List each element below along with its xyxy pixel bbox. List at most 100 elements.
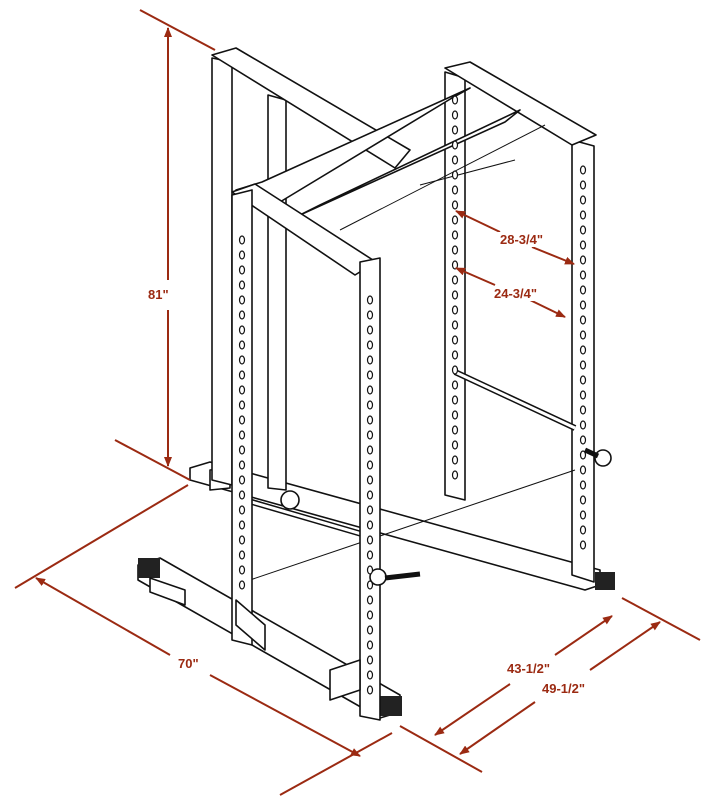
- upright-hole: [366, 370, 374, 380]
- upright-hole: [366, 610, 374, 620]
- upright-hole: [579, 510, 587, 520]
- upright-hole: [451, 155, 459, 165]
- upright-hole: [451, 335, 459, 345]
- upright-hole: [579, 345, 587, 355]
- upright-hole: [366, 340, 374, 350]
- upright-hole: [451, 350, 459, 360]
- upright-hole: [366, 490, 374, 500]
- upright-hole: [366, 445, 374, 455]
- upright-hole: [579, 495, 587, 505]
- pull-up-bar: [244, 159, 577, 538]
- top-crossmembers: [211, 47, 597, 276]
- upright-hole: [366, 580, 374, 590]
- weight-horns: [280, 447, 612, 586]
- upright-hole: [579, 360, 587, 370]
- upright-hole: [238, 400, 246, 410]
- upright-hole: [579, 165, 587, 175]
- upright-hole: [238, 505, 246, 515]
- upright-hole: [579, 315, 587, 325]
- upright-hole: [451, 380, 459, 390]
- upright-hole: [238, 550, 246, 560]
- upright-hole: [238, 460, 246, 470]
- upright-hole: [579, 285, 587, 295]
- upright-hole: [451, 125, 459, 135]
- upright-hole: [579, 180, 587, 190]
- upright-hole: [579, 300, 587, 310]
- upright-hole: [238, 265, 246, 275]
- upright-hole: [451, 230, 459, 240]
- upright-hole: [579, 480, 587, 490]
- front-right-upright: [329, 257, 381, 721]
- upright-hole: [579, 255, 587, 265]
- upright-hole: [451, 215, 459, 225]
- upright-hole: [451, 320, 459, 330]
- upright-hole: [238, 385, 246, 395]
- upright-hole: [366, 460, 374, 470]
- upright-hole: [238, 580, 246, 590]
- upright-hole: [366, 655, 374, 665]
- upright-hole: [451, 470, 459, 480]
- upright-hole: [451, 95, 459, 105]
- upright-hole: [366, 550, 374, 560]
- height-dimension-label: 81": [146, 287, 171, 302]
- upright-hole: [451, 170, 459, 180]
- upright-hole: [579, 210, 587, 220]
- upright-hole: [451, 245, 459, 255]
- upright-hole: [238, 340, 246, 350]
- upright-hole: [579, 240, 587, 250]
- upright-hole: [238, 445, 246, 455]
- upright-hole: [579, 465, 587, 475]
- upright-hole: [579, 450, 587, 460]
- upright-hole: [579, 375, 587, 385]
- upright-hole: [579, 525, 587, 535]
- upright-hole: [238, 535, 246, 545]
- upright-hole: [579, 405, 587, 415]
- depth-dimension-label: 70": [176, 656, 201, 671]
- upright-hole: [451, 185, 459, 195]
- upright-hole: [451, 425, 459, 435]
- upright-hole: [238, 520, 246, 530]
- upright-hole: [366, 325, 374, 335]
- upright-hole: [366, 595, 374, 605]
- upright-hole: [366, 385, 374, 395]
- upright-hole: [451, 260, 459, 270]
- upright-hole: [451, 395, 459, 405]
- upright-hole: [238, 370, 246, 380]
- upright-hole: [579, 435, 587, 445]
- upright-hole: [451, 410, 459, 420]
- upright-hole: [238, 295, 246, 305]
- upright-hole: [451, 140, 459, 150]
- upright-hole: [366, 295, 374, 305]
- upright-hole: [366, 535, 374, 545]
- base-inner-width-label: 43-1/2": [505, 661, 553, 676]
- upright-hole: [366, 670, 374, 680]
- upright-hole: [579, 390, 587, 400]
- upright-hole: [238, 355, 246, 365]
- upright-hole: [366, 520, 374, 530]
- upright-hole: [451, 290, 459, 300]
- upright-hole: [579, 225, 587, 235]
- upright-hole: [238, 415, 246, 425]
- upright-hole: [366, 415, 374, 425]
- lower-inner-width-label: 24-3/4": [492, 286, 540, 301]
- base-outer-width-label: 49-1/2": [540, 681, 588, 696]
- upright-hole: [451, 110, 459, 120]
- upright-hole: [451, 455, 459, 465]
- upright-hole: [451, 275, 459, 285]
- upright-hole: [366, 355, 374, 365]
- upright-hole: [579, 195, 587, 205]
- upright-hole: [366, 400, 374, 410]
- upright-hole: [366, 625, 374, 635]
- upright-hole: [238, 280, 246, 290]
- upright-hole: [451, 440, 459, 450]
- upright-hole: [238, 325, 246, 335]
- upright-hole: [238, 310, 246, 320]
- upright-hole: [366, 505, 374, 515]
- upright-hole: [238, 565, 246, 575]
- dimension-lines: [14, 9, 701, 796]
- upright-hole: [451, 365, 459, 375]
- upright-hole: [366, 565, 374, 575]
- upright-hole: [451, 200, 459, 210]
